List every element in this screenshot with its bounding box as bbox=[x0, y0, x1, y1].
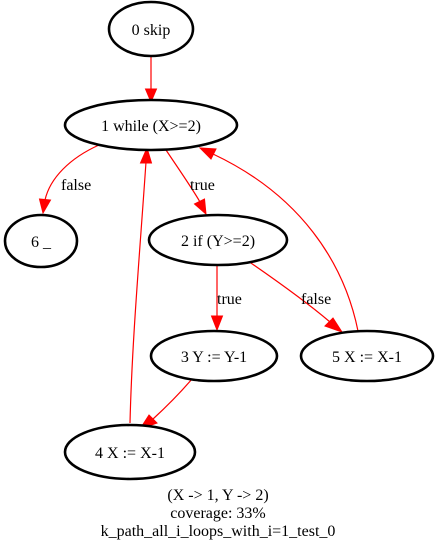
node-0-skip: 0 skip bbox=[107, 0, 195, 58]
node-1-while: 1 while (X>=2) bbox=[63, 98, 239, 152]
node-label: 4 X := X-1 bbox=[95, 445, 165, 462]
node-5-assign-x: 5 X := X-1 bbox=[299, 329, 435, 383]
edge-n1-n6: false bbox=[38, 144, 100, 215]
node-label: 3 Y := Y-1 bbox=[181, 349, 247, 366]
edge-n0-n1 bbox=[144, 57, 158, 104]
node-label: 0 skip bbox=[132, 22, 171, 39]
edge-n2-n3: true bbox=[210, 264, 242, 332]
node-label: 2 if (Y>=2) bbox=[181, 233, 255, 250]
edge-label-true-n1-n2: true bbox=[190, 177, 215, 194]
edge-n1-n2: true bbox=[165, 149, 215, 216]
edge-n5-n1 bbox=[198, 147, 359, 332]
edge-n2-n5: false bbox=[247, 260, 344, 333]
node-2-if: 2 if (Y>=2) bbox=[147, 213, 289, 267]
edge-n4-n1 bbox=[129, 146, 153, 424]
caption-coverage: coverage: 33% bbox=[170, 505, 266, 522]
edge-label-false-n2-n5: false bbox=[301, 291, 331, 308]
edge-n3-n4 bbox=[138, 378, 193, 430]
caption: (X -> 1, Y -> 2) coverage: 33% k_path_al… bbox=[101, 487, 336, 540]
edge-label-true-n2-n3: true bbox=[217, 291, 242, 308]
node-3-assign-y: 3 Y := Y-1 bbox=[149, 329, 279, 383]
node-6-exit: 6 _ bbox=[3, 213, 79, 269]
caption-assignment: (X -> 1, Y -> 2) bbox=[167, 487, 268, 504]
node-label: 6 _ bbox=[31, 234, 52, 251]
node-label: 5 X := X-1 bbox=[332, 349, 402, 366]
edge-label-false-n1-n6: false bbox=[61, 177, 91, 194]
node-label: 1 while (X>=2) bbox=[101, 118, 201, 135]
node-4-assign-x: 4 X := X-1 bbox=[63, 423, 197, 481]
caption-test-name: k_path_all_i_loops_with_i=1_test_0 bbox=[101, 523, 336, 540]
